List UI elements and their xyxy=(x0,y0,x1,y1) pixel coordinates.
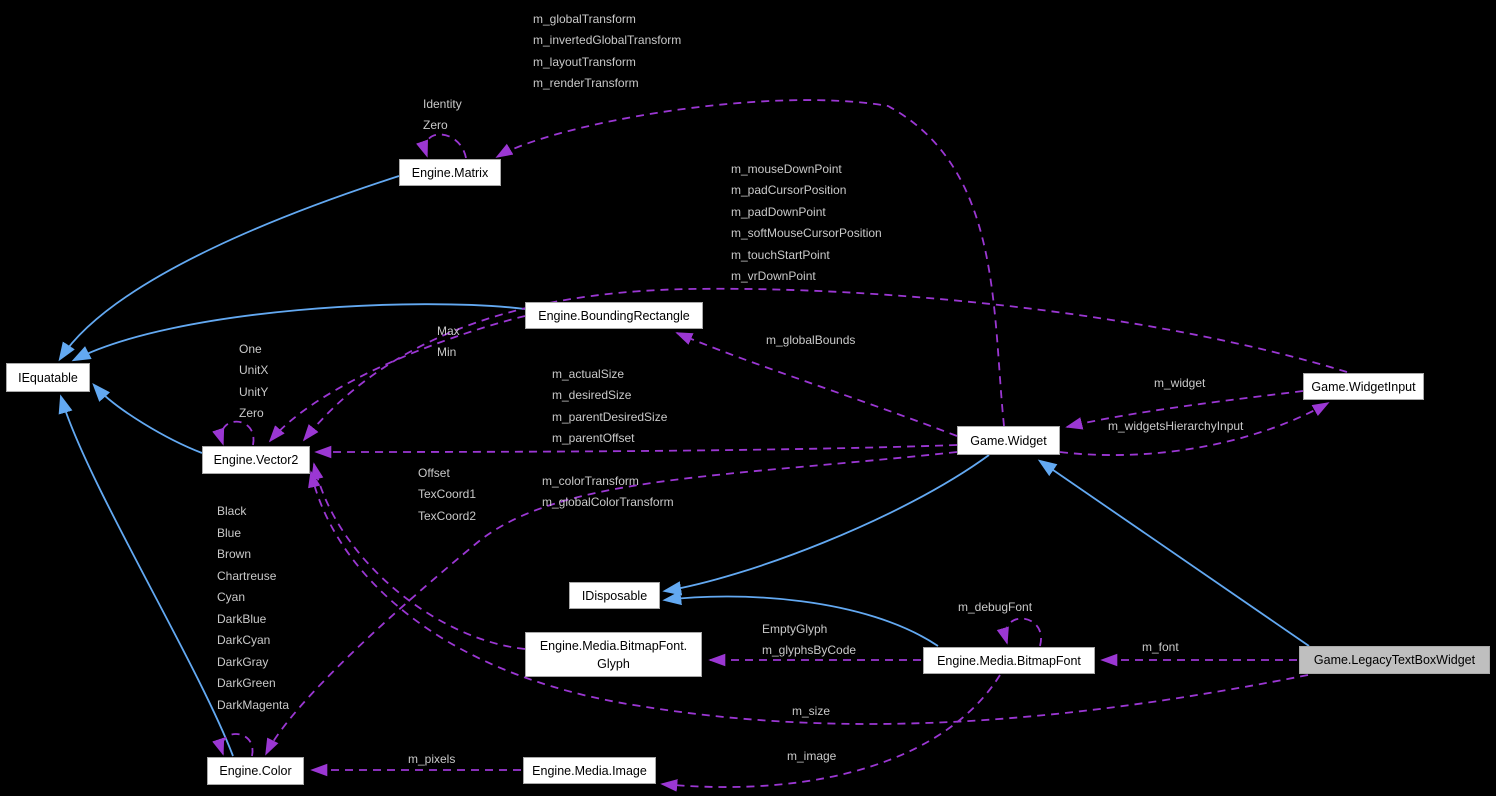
node-game-widget[interactable]: Game.Widget xyxy=(957,426,1060,455)
node-label: Game.WidgetInput xyxy=(1311,379,1416,394)
edge-legacytextbox-inherits-widget xyxy=(1037,459,1310,647)
edge-bitmapfont-uses-image xyxy=(660,674,1001,792)
edge-label-glyph-refs: EmptyGlyph m_glyphsByCode xyxy=(762,622,857,658)
edge-label-color-statics: Black Blue Brown Chartreuse Cyan DarkBlu… xyxy=(217,504,290,712)
node-label: Engine.Vector2 xyxy=(213,453,299,467)
node-label: Engine.Color xyxy=(219,764,292,778)
node-engine-matrix[interactable]: Engine.Matrix xyxy=(399,159,501,186)
edge-widget-uses-vector2 xyxy=(314,444,958,459)
edge-label-mimage: m_image xyxy=(787,749,837,763)
edge-boundingrectangle-uses-vector2 xyxy=(268,315,526,443)
node-label: Engine.Matrix xyxy=(411,165,489,180)
node-label: Game.LegacyTextBoxWidget xyxy=(1313,653,1476,667)
edge-widget-uses-color xyxy=(265,451,958,756)
node-label: IDisposable xyxy=(581,588,648,603)
node-label-line2: Glyph xyxy=(597,656,630,671)
edge-color-self-loop xyxy=(212,733,254,757)
node-iequatable[interactable]: IEquatable xyxy=(6,363,90,392)
edge-matrix-inherits-iequatable xyxy=(58,175,400,362)
edge-label-matrix-statics: Identity Zero xyxy=(423,97,462,133)
node-engine-boundingrectangle[interactable]: Engine.BoundingRectangle xyxy=(525,302,703,329)
edge-glyph-uses-vector2 xyxy=(311,462,526,650)
node-engine-vector2[interactable]: Engine.Vector2 xyxy=(202,446,310,474)
edge-widget-uses-matrix xyxy=(495,99,1005,427)
edge-legacytextbox-uses-vector2 xyxy=(308,470,1309,725)
edge-label-msize: m_size xyxy=(792,704,831,718)
edge-label-mwidget: m_widget xyxy=(1154,376,1206,390)
edge-label-vector2-statics: One UnitX UnitY Zero xyxy=(239,342,269,421)
node-idisposable[interactable]: IDisposable xyxy=(569,582,660,609)
edge-widget-uses-boundingrectangle xyxy=(675,332,958,437)
edge-label-mwidgetshierarchyinput: m_widgetsHierarchyInput xyxy=(1108,419,1244,433)
node-label: Engine.BoundingRectangle xyxy=(538,308,690,323)
node-engine-media-bitmapfont-glyph[interactable]: Engine.Media.BitmapFont. Glyph xyxy=(525,632,702,677)
node-game-legacytextboxwidget[interactable]: Game.LegacyTextBoxWidget xyxy=(1299,646,1490,674)
edge-widget-uses-widgetinput xyxy=(1059,402,1330,456)
edge-label-glyph-fields: Offset TexCoord1 TexCoord2 xyxy=(418,466,477,523)
node-label: IEquatable xyxy=(18,370,78,385)
node-label: Engine.Media.Image xyxy=(532,763,647,778)
node-label-line1: Engine.Media.BitmapFont. xyxy=(539,638,688,653)
edge-matrix-self-loop xyxy=(416,133,467,159)
edge-label-widgetinput-points: m_mouseDownPoint m_padCursorPosition m_p… xyxy=(731,162,882,284)
edge-label-widget-sizes: m_actualSize m_desiredSize m_parentDesir… xyxy=(552,367,668,446)
edge-vector2-self-loop xyxy=(212,420,255,446)
edge-label-mpixels: m_pixels xyxy=(408,752,456,766)
edge-color-inherits-iequatable xyxy=(58,394,234,757)
edge-widgetinput-uses-widget xyxy=(1065,390,1304,430)
edge-boundingrectangle-inherits-iequatable xyxy=(71,303,526,362)
node-label: Game.Widget xyxy=(970,433,1047,448)
edge-label-widget-color-fields: m_colorTransform m_globalColorTransform xyxy=(542,474,674,510)
edge-label-globalbounds: m_globalBounds xyxy=(766,333,856,347)
edge-bitmapfont-self-loop xyxy=(996,617,1042,647)
edge-vector2-inherits-iequatable xyxy=(92,382,203,454)
edge-bitmapfont-inherits-idisposable xyxy=(662,590,939,647)
node-engine-media-image[interactable]: Engine.Media.Image xyxy=(523,757,656,784)
edge-label-boundingrectangle-fields: Max Min xyxy=(437,324,460,360)
node-game-widgetinput[interactable]: Game.WidgetInput xyxy=(1303,373,1424,400)
edge-label-matrix-fields: m_globalTransform m_invertedGlobalTransf… xyxy=(533,12,682,91)
node-label: Engine.Media.BitmapFont xyxy=(937,653,1081,668)
edge-label-mfont: m_font xyxy=(1142,640,1179,654)
edge-label-mdebugfont: m_debugFont xyxy=(958,600,1033,614)
node-engine-color[interactable]: Engine.Color xyxy=(207,757,304,785)
edge-widgetinput-uses-vector2 xyxy=(302,287,1348,442)
node-engine-media-bitmapfont[interactable]: Engine.Media.BitmapFont xyxy=(923,647,1095,674)
edge-widget-inherits-idisposable xyxy=(662,454,990,596)
